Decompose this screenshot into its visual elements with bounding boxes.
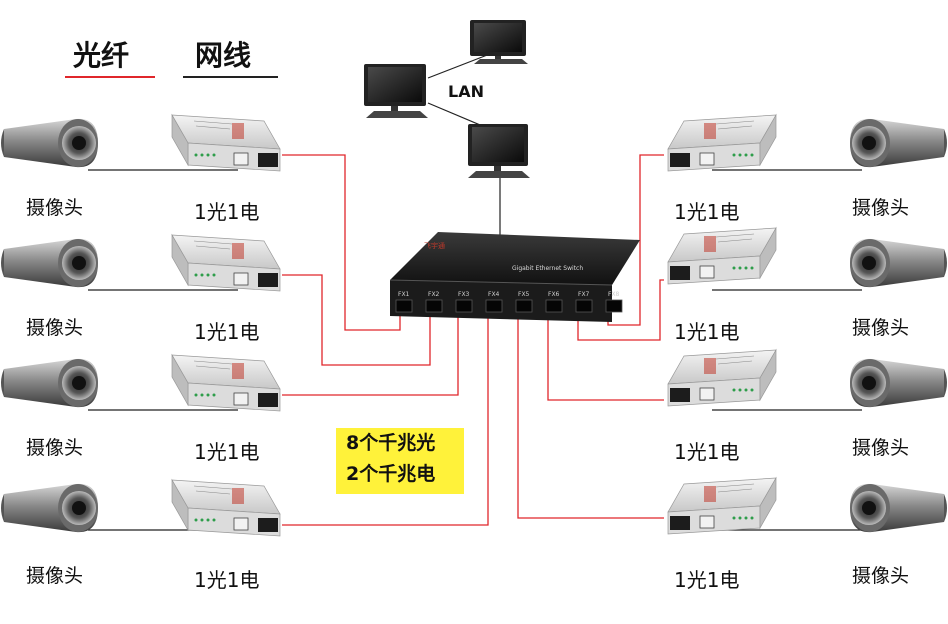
sc-fiber-port-icon: [258, 393, 278, 407]
camera-icon: [1, 118, 98, 168]
switch-port: FX2: [425, 291, 443, 313]
lan-label: LAN: [448, 82, 484, 101]
rj45-port-icon: [699, 387, 715, 401]
converter-label: 1光1电: [674, 440, 740, 464]
camera-icon: [850, 118, 947, 168]
brand-logo-icon: [704, 486, 716, 502]
svg-text:FX5: FX5: [518, 291, 530, 298]
brand-logo-icon: [704, 236, 716, 252]
sc-fiber-port-icon: [670, 153, 690, 167]
svg-text:FX6: FX6: [548, 291, 560, 298]
switch-port: FX1: [395, 291, 413, 313]
converter-label: 1光1电: [674, 320, 740, 344]
rj45-port-icon: [699, 265, 715, 279]
camera-icon: [850, 238, 947, 288]
rj45-port-icon: [699, 515, 715, 529]
camera-label: 摄像头: [26, 197, 84, 219]
switch-port: FX3: [455, 291, 473, 313]
camera-label: 摄像头: [26, 317, 84, 339]
switch-port: FX4: [485, 291, 503, 313]
brand-logo-icon: [704, 123, 716, 139]
svg-text:FX4: FX4: [488, 291, 500, 298]
sc-fiber-port-icon: [670, 266, 690, 280]
fiber-links: [282, 154, 664, 526]
rj45-port-icon: [699, 152, 715, 166]
lan-computers: [364, 20, 530, 178]
computer-icon: [470, 20, 528, 64]
camera-label: 摄像头: [26, 437, 84, 459]
sc-fiber-port-icon: [258, 153, 278, 167]
media-converter: [171, 353, 281, 412]
sc-fiber-port-icon: [670, 388, 690, 402]
camera-label: 摄像头: [26, 565, 84, 587]
gigabit-switch: 飞宇通 Gigabit Ethernet Switch FX1 FX2 FX3 FX4…: [389, 232, 640, 322]
computer-icon: [364, 64, 428, 118]
camera-icon: [1, 358, 98, 408]
note-line-fiber: 8个千兆光: [346, 432, 436, 454]
converter-label: 1光1电: [194, 568, 260, 592]
media-converter: [667, 113, 777, 172]
rj45-port-icon: [233, 517, 249, 531]
sc-fiber-port-icon: [258, 518, 278, 532]
cameras: [1, 118, 947, 533]
media-converter: [667, 348, 777, 407]
camera-icon: [1, 238, 98, 288]
brand-logo-icon: [232, 488, 244, 504]
media-converter: [171, 233, 281, 292]
switch-port: FX8: [605, 291, 623, 313]
sc-fiber-port-icon: [258, 273, 278, 287]
brand-logo-icon: [232, 243, 244, 259]
brand-logo-icon: [232, 123, 244, 139]
switch-brand: 飞宇通: [424, 241, 445, 250]
media-converter: [667, 226, 777, 285]
note-line-copper: 2个千兆电: [346, 463, 436, 485]
svg-text:FX7: FX7: [578, 291, 590, 298]
media-converters: [171, 113, 777, 537]
converter-label: 1光1电: [674, 568, 740, 592]
media-converter: [171, 113, 281, 172]
switch-ports: FX1 FX2 FX3 FX4 FX5 FX6 FX7 FX8: [395, 291, 623, 313]
media-converter: [667, 476, 777, 535]
rj45-port-icon: [233, 152, 249, 166]
svg-text:FX2: FX2: [428, 291, 440, 298]
converter-label: 1光1电: [194, 320, 260, 344]
legend-fiber: 光纤: [73, 39, 130, 72]
converter-label: 1光1电: [194, 200, 260, 224]
rj45-port-icon: [233, 392, 249, 406]
brand-logo-icon: [704, 358, 716, 374]
switch-port: FX5: [515, 291, 533, 313]
legend-cable: 网线: [195, 39, 252, 72]
port-count-note: 8个千兆光 2个千兆电: [336, 428, 464, 494]
converter-label: 1光1电: [674, 200, 740, 224]
switch-port: FX7: [575, 291, 593, 313]
camera-label: 摄像头: [852, 565, 910, 587]
media-converter: [171, 478, 281, 537]
camera-label: 摄像头: [852, 197, 910, 219]
camera-label: 摄像头: [852, 317, 910, 339]
sc-fiber-port-icon: [670, 516, 690, 530]
converter-label: 1光1电: [194, 440, 260, 464]
svg-text:FX1: FX1: [398, 291, 410, 298]
switch-port: FX6: [545, 291, 563, 313]
camera-icon: [850, 358, 947, 408]
rj45-port-icon: [233, 272, 249, 286]
brand-logo-icon: [232, 363, 244, 379]
camera-label: 摄像头: [852, 437, 910, 459]
camera-icon: [850, 483, 947, 533]
svg-text:FX3: FX3: [458, 291, 470, 298]
camera-icon: [1, 483, 98, 533]
svg-text:FX8: FX8: [608, 291, 620, 298]
computer-icon: [468, 124, 530, 178]
switch-title: Gigabit Ethernet Switch: [512, 265, 583, 272]
